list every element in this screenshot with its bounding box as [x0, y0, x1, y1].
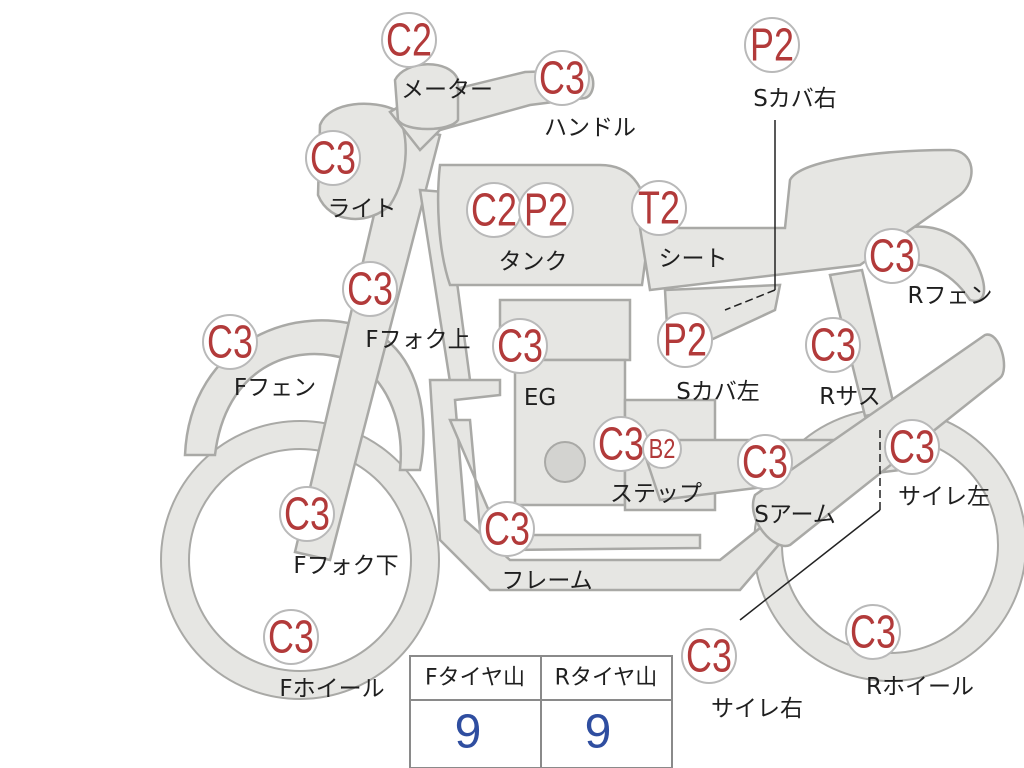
- step-label: ステップ: [610, 481, 702, 507]
- grade-badge: [263, 609, 319, 665]
- seat-annotation: T2 シート: [631, 180, 728, 272]
- front-fork-upper-label: Fフォク上: [365, 327, 470, 353]
- engine-label: EG: [524, 385, 556, 411]
- rear-fender-grade: C3: [869, 230, 915, 281]
- tank-grade-secondary: P2: [524, 184, 568, 235]
- muffler-left-annotation: C3 サイレ左: [884, 419, 990, 510]
- seat-grade: T2: [638, 182, 680, 233]
- muffler-right-grade: C3: [686, 630, 732, 681]
- grade-badge: [805, 317, 861, 373]
- grade-badge: [534, 50, 590, 106]
- grade-badge: [492, 318, 548, 374]
- front-fender-label: Fフェン: [234, 375, 316, 401]
- rear-fender-annotation: C3 Rフェン: [864, 228, 993, 309]
- grade-badge: [202, 314, 258, 370]
- handle-label: ハンドル: [544, 115, 636, 141]
- motorcycle-silhouette: [160, 63, 1024, 700]
- rear-fender-label: Rフェン: [908, 283, 993, 309]
- grade-badge: [657, 312, 713, 368]
- rear-tire-value: 9: [585, 706, 612, 759]
- frame-grade: C3: [484, 503, 530, 554]
- tank-label: タンク: [499, 249, 568, 275]
- grade-badge: [518, 182, 574, 238]
- rear-suspension-label: Rサス: [819, 384, 881, 410]
- front-wheel-annotation: C3 Fホイール: [263, 609, 385, 702]
- step-annotation: C3 B2 ステップ: [593, 416, 702, 507]
- tank-annotation: C2 P2 タンク: [466, 182, 574, 275]
- front-fender-grade: C3: [207, 316, 253, 367]
- grade-badge-small: [642, 429, 682, 469]
- engine-grade: C3: [497, 320, 543, 371]
- light-label: ライト: [328, 196, 397, 222]
- s-cover-right-leader-line-diag: [724, 289, 776, 311]
- front-fork-upper-annotation: C3 Fフォク上: [342, 261, 471, 353]
- tank-grade-primary: C2: [471, 184, 517, 235]
- front-fork-lower-label: Fフォク下: [293, 553, 398, 579]
- muffler-left-grade: C3: [889, 421, 935, 472]
- front-fork-lower-grade: C3: [284, 488, 330, 539]
- grade-badge: [479, 501, 535, 557]
- meter-grade: C2: [386, 14, 432, 65]
- muffler-right-leader-line: [739, 509, 881, 621]
- front-fork-lower-annotation: C3 Fフォク下: [279, 486, 399, 579]
- muffler-right-label: サイレ右: [711, 696, 803, 722]
- rear-suspension-annotation: C3 Rサス: [805, 317, 881, 410]
- meter-annotation: C2 メーター: [381, 12, 493, 103]
- swing-arm-label: Sアーム: [754, 502, 836, 528]
- rear-wheel-annotation: C3 Rホイール: [845, 604, 974, 700]
- meter-label: メーター: [401, 77, 493, 103]
- muffler-left-label: サイレ左: [898, 484, 990, 510]
- swing-arm-annotation: C3 Sアーム: [737, 434, 836, 528]
- leader-lines: [724, 120, 881, 621]
- seat-label: シート: [659, 246, 728, 272]
- muffler-right-annotation: C3 サイレ右: [681, 628, 803, 722]
- s-cover-right-annotation: P2 Sカバ右: [744, 17, 837, 112]
- light-annotation: C3 ライト: [305, 130, 397, 222]
- frame-shape: [428, 378, 803, 592]
- frame-annotation: C3 フレーム: [479, 501, 593, 594]
- handle-grade: C3: [539, 52, 585, 103]
- frame-label: フレーム: [501, 568, 592, 594]
- tire-tread-table: Fタイヤ山 Rタイヤ山 9 9: [409, 655, 673, 768]
- s-cover-right-grade: P2: [750, 19, 794, 70]
- grade-badge: [381, 12, 437, 68]
- engine-cover-shape: [544, 441, 586, 483]
- s-cover-right-label: Sカバ右: [753, 86, 837, 112]
- grade-badge: [845, 604, 901, 660]
- rear-wheel-label: Rホイール: [866, 674, 974, 700]
- front-wheel-grade: C3: [268, 611, 314, 662]
- front-wheel-label: Fホイール: [279, 676, 384, 702]
- grade-badge: [342, 261, 398, 317]
- part-annotations: C2 メーター C3 ハンドル P2 Sカバ右 C3 ライト C2 P2 タンク: [202, 12, 993, 722]
- light-grade: C3: [310, 132, 356, 183]
- step-grade-secondary: B2: [649, 433, 676, 464]
- grade-badge: [681, 628, 737, 684]
- seat-shape: [638, 148, 973, 292]
- rear-wheel-grade: C3: [850, 606, 896, 657]
- rear-tire-header: Rタイヤ山: [555, 666, 658, 691]
- swing-arm-grade: C3: [742, 436, 788, 487]
- front-fender-annotation: C3 Fフェン: [202, 314, 316, 401]
- grade-badge: [631, 180, 687, 236]
- rear-suspension-grade: C3: [810, 319, 856, 370]
- front-fork-upper-grade: C3: [347, 263, 393, 314]
- front-tire-value: 9: [455, 706, 482, 759]
- s-cover-left-grade: P2: [663, 314, 707, 365]
- engine-annotation: C3 EG: [492, 318, 556, 411]
- front-wheel-shape: [160, 420, 440, 700]
- step-grade-primary: C3: [598, 418, 644, 469]
- grade-badge: [864, 228, 920, 284]
- s-cover-left-label: Sカバ左: [676, 379, 760, 405]
- handle-annotation: C3 ハンドル: [534, 50, 636, 141]
- grade-badge: [279, 486, 335, 542]
- grade-badge: [744, 17, 800, 73]
- s-cover-left-annotation: P2 Sカバ左: [657, 312, 760, 405]
- front-tire-header: Fタイヤ山: [425, 666, 525, 691]
- grade-badge: [305, 130, 361, 186]
- grade-badge: [737, 434, 793, 490]
- grade-badge: [884, 419, 940, 475]
